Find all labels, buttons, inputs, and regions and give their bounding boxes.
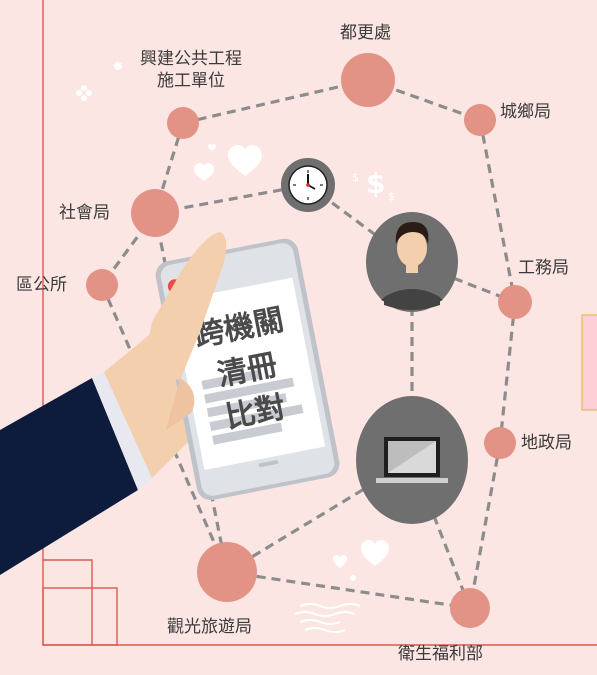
sparkle-icon [114,62,122,70]
label-xingjian-line2: 施工單位 [157,71,225,91]
heart-icon [208,144,216,151]
node-xingjian [167,107,199,139]
person-avatar-icon [366,212,458,312]
thumb [142,232,227,380]
heart-icon [361,540,389,566]
edge-shehui-clock [154,183,309,215]
clock-icon [281,158,335,212]
label-gongwu: 工務局 [518,258,569,278]
heart-icon [228,145,262,176]
heart-icon [333,555,347,568]
edge-gongwu-dizheng [498,301,517,444]
sleeve [0,378,138,575]
flower-icon [76,85,92,101]
label-xingjian-line1: 興建公共工程 [140,49,242,69]
node-gongwu [498,285,532,319]
dollar-sign-icon: $ [352,171,359,184]
dollar-sign-icon: $ [388,190,395,203]
laptop-icon [356,396,468,524]
node-duhuichu [341,53,395,107]
node-chengxiang [464,104,496,136]
hand-holding-phone-icon: 跨機關 清冊 比對 [0,232,340,575]
label-guanguang: 觀光旅遊局 [167,617,252,637]
heart-icon [194,163,214,181]
label-weisheng: 衛生福利部 [398,644,483,664]
label-xingjian: 興建公共工程 施工單位 [121,48,261,92]
node-weisheng [450,588,490,628]
label-chengxiang: 城鄉局 [500,102,551,122]
label-dizheng: 地政局 [521,433,572,453]
label-duhuichu: 都更處 [340,23,391,43]
label-shehui: 社會局 [59,203,110,223]
wave-lines [294,603,361,633]
edge-guanguang-weisheng [226,570,471,610]
decorations: $ $ $ [76,62,395,633]
edge-dizheng-weisheng [468,442,502,609]
edge-chengxiang-gongwu [478,119,517,303]
node-guanguang [197,542,257,602]
cuff [92,370,156,490]
side-panel-right [581,314,597,411]
node-qugongsuo [86,269,118,301]
node-shehui [131,189,179,237]
finger [166,378,195,430]
label-qugongsuo: 區公所 [16,275,67,295]
edge-laptop-weisheng [410,459,472,609]
sparkle-icon [350,575,356,581]
nodes [86,53,532,628]
node-dizheng [484,427,516,459]
dollar-sign-icon: $ [366,167,385,200]
edge-xingjian-duhuichu [182,78,369,125]
